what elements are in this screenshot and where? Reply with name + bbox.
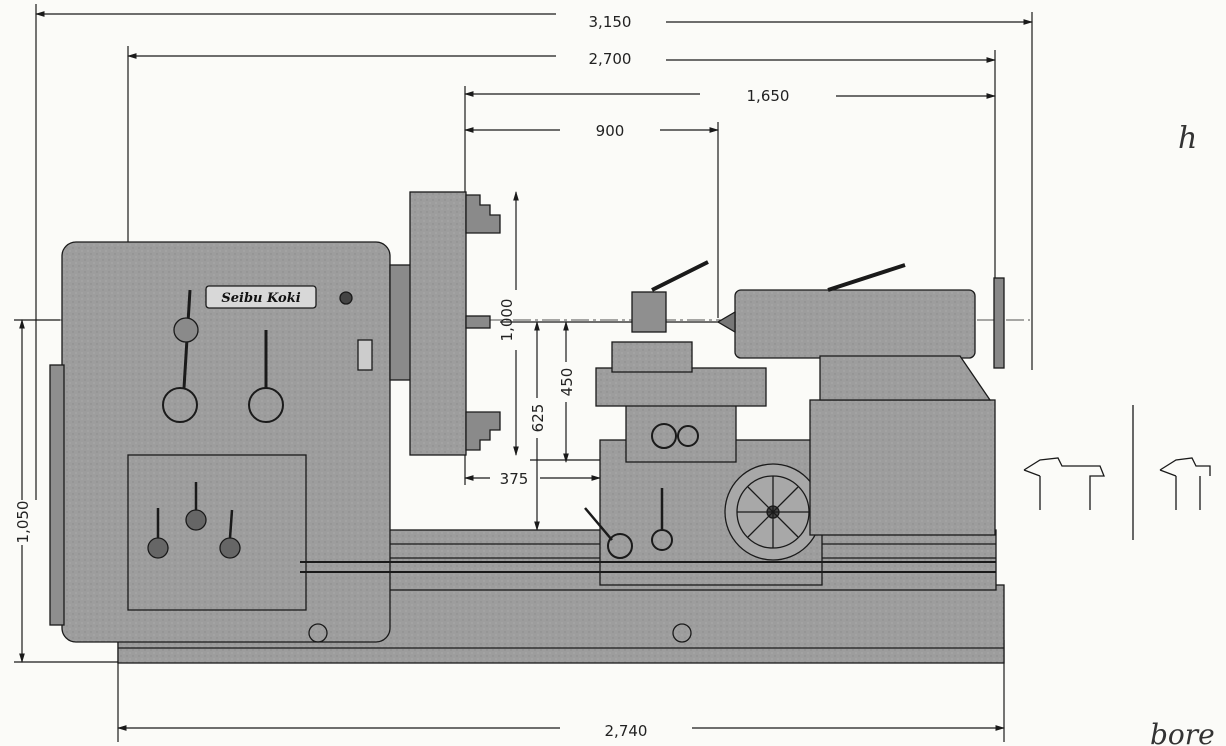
saddle [625, 401, 737, 463]
tailstock-wheel [993, 277, 1005, 369]
dimension-lines [14, 4, 1033, 742]
tailstock-quill [734, 289, 976, 359]
handwritten-mark-bottom: bore [1150, 718, 1215, 746]
dim-chuck-diameter: 1,000 [498, 299, 516, 342]
gearbox [127, 454, 307, 611]
brand-label: Seibu Koki [221, 291, 300, 306]
dim-2700: 2,700 [589, 50, 632, 68]
dim-900: 900 [596, 122, 625, 140]
dim-swing: 450 [558, 368, 576, 397]
dim-1650: 1,650 [747, 87, 790, 105]
dim-center-height: 625 [529, 404, 547, 433]
chuck [409, 191, 467, 456]
dim-overall-height: 1,050 [14, 501, 32, 544]
dim-375: 375 [500, 470, 529, 488]
tailstock-base [809, 399, 996, 536]
lathe-machine [49, 191, 1005, 664]
cross-slide [595, 367, 767, 407]
bed-section-sketches [1023, 405, 1211, 540]
tool-post [631, 291, 667, 333]
dim-base-length: 2,740 [605, 722, 648, 740]
handwritten-mark-top: h [1178, 121, 1197, 156]
dim-overall-length: 3,150 [589, 13, 632, 31]
nameplate [205, 285, 317, 309]
